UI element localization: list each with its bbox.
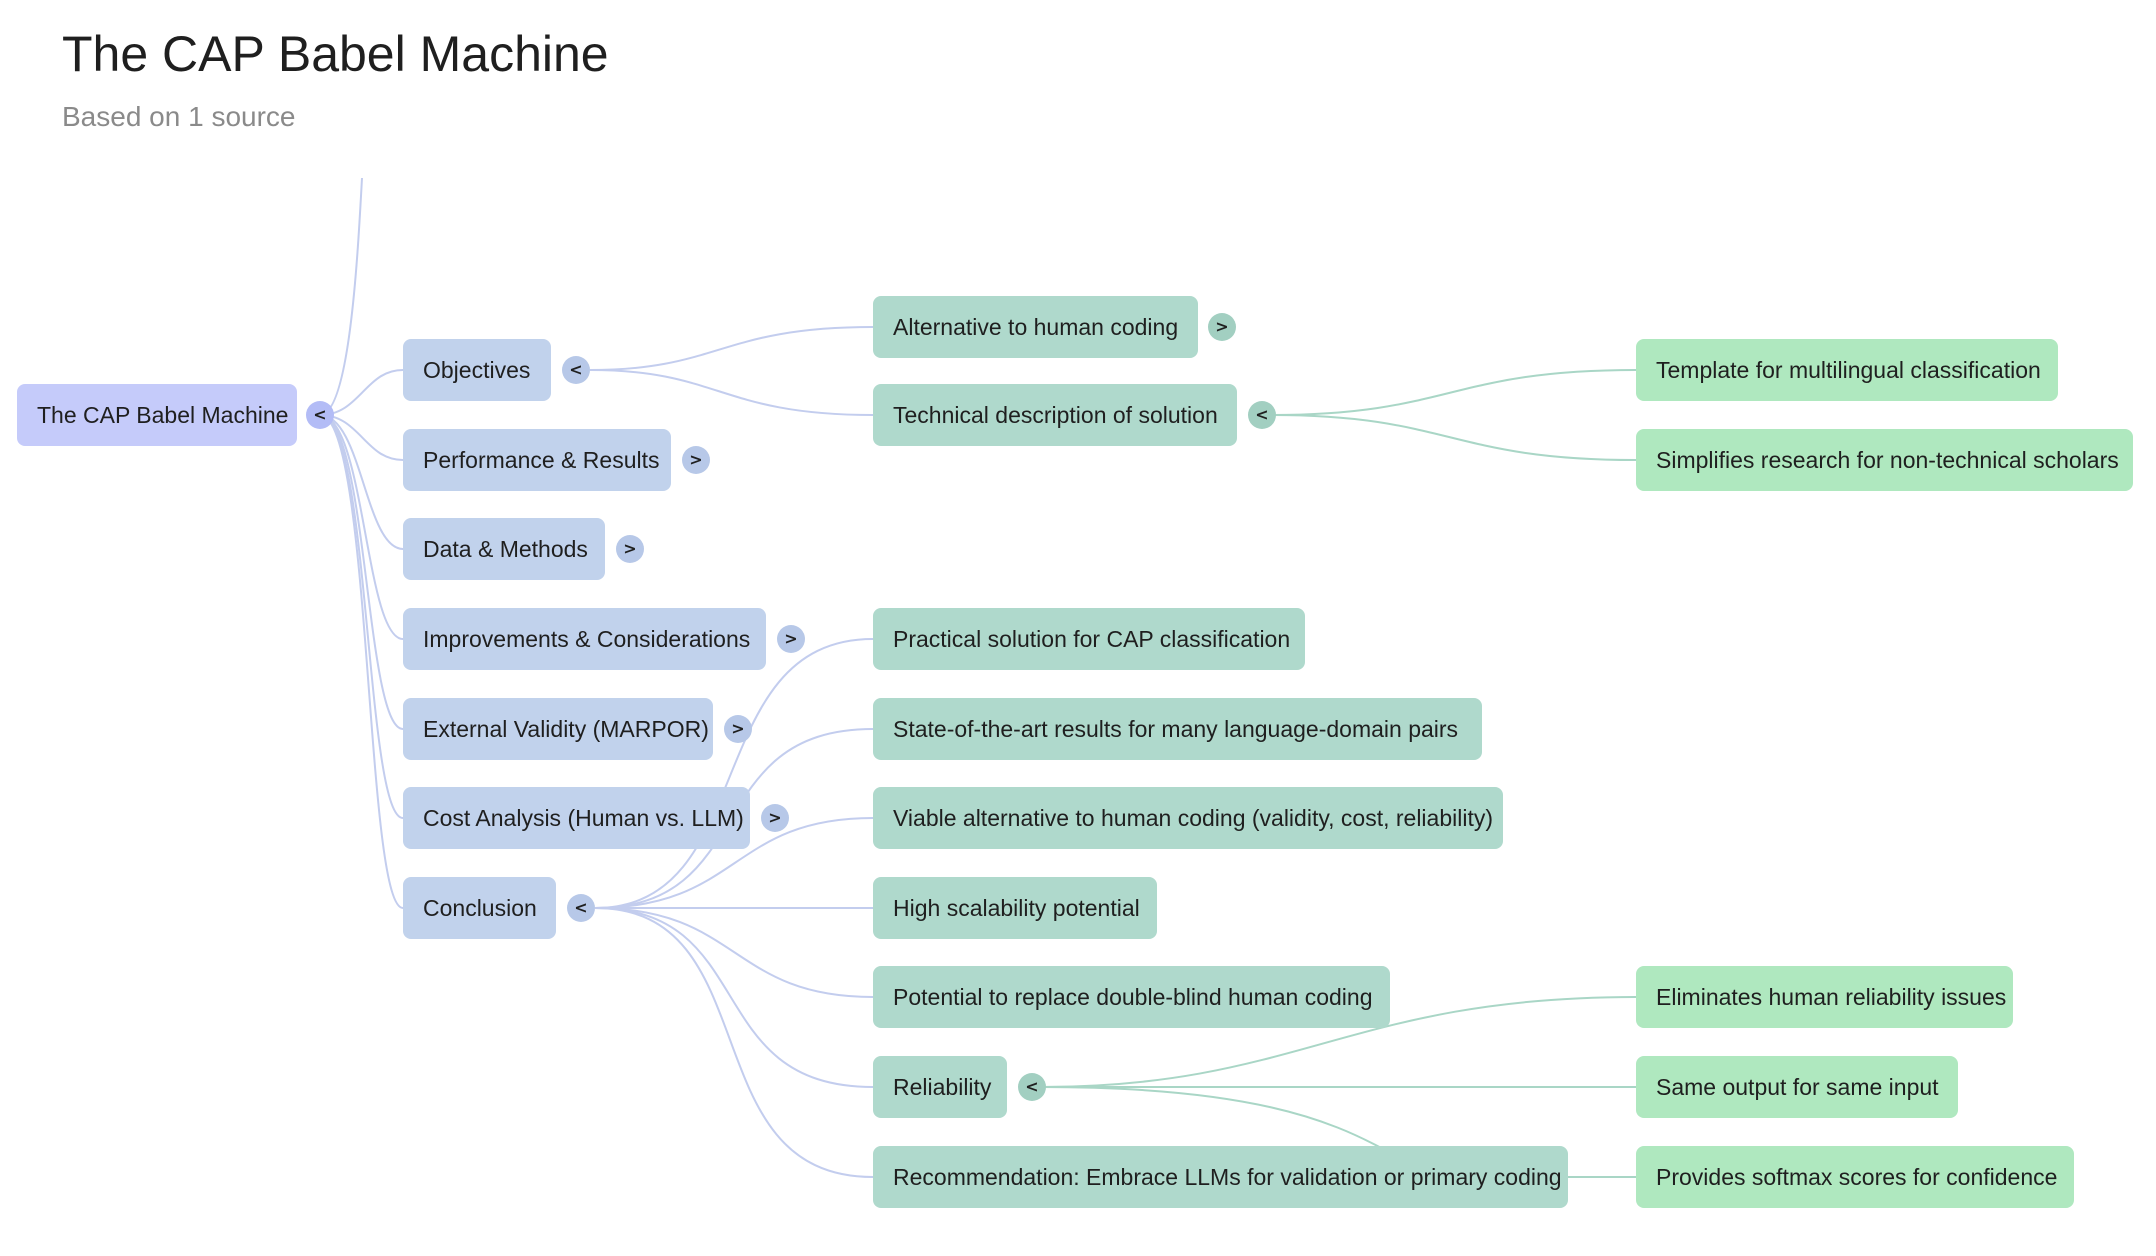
expand-toggle-performance-results[interactable]: >: [682, 446, 710, 474]
link-reliability-eliminates: [1040, 996, 1637, 1088]
collapse-toggle-root[interactable]: <: [306, 401, 334, 429]
link-root-external-validity: [319, 414, 404, 730]
node-label: Cost Analysis (Human vs. LLM): [423, 805, 744, 831]
node-label: State-of-the-art results for many langua…: [893, 716, 1459, 742]
node-eliminates-reliability-issues[interactable]: Eliminates human reliability issues: [1636, 966, 2013, 1028]
node-label: Recommendation: Embrace LLMs for validat…: [893, 1164, 1562, 1190]
node-label: High scalability potential: [893, 895, 1140, 921]
node-label: Same output for same input: [1656, 1074, 1939, 1100]
link-conclusion-reliability: [594, 907, 874, 1088]
node-label: Performance & Results: [423, 447, 660, 473]
node-data-methods[interactable]: Data & Methods: [403, 518, 605, 580]
node-improvements-considerations[interactable]: Improvements & Considerations: [403, 608, 766, 670]
node-label: Data & Methods: [423, 536, 588, 562]
link-root-cost-analysis: [319, 414, 404, 819]
node-label: Technical description of solution: [893, 402, 1218, 428]
link-conclusion-double-blind: [594, 907, 874, 998]
link-objectives-technical: [589, 369, 874, 416]
node-objectives[interactable]: Objectives: [403, 339, 551, 401]
collapse-toggle-technical[interactable]: <: [1248, 401, 1276, 429]
link-conclusion-recommendation: [594, 907, 874, 1178]
link-root-data-methods: [319, 414, 404, 550]
node-recommendation[interactable]: Recommendation: Embrace LLMs for validat…: [873, 1146, 1568, 1208]
expand-toggle-alternative[interactable]: >: [1208, 313, 1236, 341]
node-label: Practical solution for CAP classificatio…: [893, 626, 1291, 652]
node-label: Objectives: [423, 357, 531, 383]
link-root-stub: [319, 177, 363, 416]
link-reliability-softmax: [1040, 1086, 1386, 1151]
node-label: Reliability: [893, 1074, 992, 1100]
node-conclusion[interactable]: Conclusion: [403, 877, 556, 939]
expand-toggle-cost-analysis[interactable]: >: [761, 804, 789, 832]
node-performance-results[interactable]: Performance & Results: [403, 429, 671, 491]
page-title: The CAP Babel Machine: [62, 26, 609, 82]
node-label: Provides softmax scores for confidence: [1656, 1164, 2058, 1190]
expand-toggle-external-validity[interactable]: >: [724, 715, 752, 743]
node-reliability[interactable]: Reliability: [873, 1056, 1007, 1118]
node-label: Conclusion: [423, 895, 537, 921]
node-cost-analysis[interactable]: Cost Analysis (Human vs. LLM): [403, 787, 750, 849]
node-label: Eliminates human reliability issues: [1656, 984, 2007, 1010]
link-technical-template: [1271, 369, 1637, 416]
node-external-validity[interactable]: External Validity (MARPOR): [403, 698, 713, 760]
collapse-toggle-objectives[interactable]: <: [562, 356, 590, 384]
node-softmax-scores[interactable]: Provides softmax scores for confidence: [1636, 1146, 2074, 1208]
node-replace-double-blind[interactable]: Potential to replace double-blind human …: [873, 966, 1390, 1028]
collapse-toggle-conclusion[interactable]: <: [567, 894, 595, 922]
link-conclusion-viable: [594, 817, 874, 909]
link-root-improvements: [319, 414, 404, 640]
node-practical-solution[interactable]: Practical solution for CAP classificatio…: [873, 608, 1305, 670]
node-same-output[interactable]: Same output for same input: [1636, 1056, 1958, 1118]
node-label: Template for multilingual classification: [1656, 357, 2041, 383]
link-objectives-alternative: [589, 326, 874, 371]
node-viable-alternative[interactable]: Viable alternative to human coding (vali…: [873, 787, 1503, 849]
node-high-scalability[interactable]: High scalability potential: [873, 877, 1157, 939]
header: The CAP Babel Machine Based on 1 source: [62, 24, 609, 134]
node-label: Viable alternative to human coding (vali…: [893, 805, 1493, 831]
link-conclusion-practical: [594, 638, 874, 909]
node-simplifies-research[interactable]: Simplifies research for non-technical sc…: [1636, 429, 2133, 491]
collapse-toggle-reliability[interactable]: <: [1018, 1073, 1046, 1101]
node-state-of-the-art[interactable]: State-of-the-art results for many langua…: [873, 698, 1482, 760]
expand-toggle-data-methods[interactable]: >: [616, 535, 644, 563]
node-alternative-to-human-coding[interactable]: Alternative to human coding: [873, 296, 1198, 358]
node-label: Improvements & Considerations: [423, 626, 751, 652]
expand-toggle-improvements[interactable]: >: [777, 625, 805, 653]
node-technical-description[interactable]: Technical description of solution: [873, 384, 1237, 446]
node-label: The CAP Babel Machine: [37, 402, 289, 428]
node-label: Potential to replace double-blind human …: [893, 984, 1373, 1010]
node-label: Simplifies research for non-technical sc…: [1656, 447, 2119, 473]
node-label: External Validity (MARPOR): [423, 716, 709, 742]
node-label: Alternative to human coding: [893, 314, 1179, 340]
mindmap-root-node[interactable]: The CAP Babel Machine: [17, 384, 297, 446]
link-root-conclusion: [319, 414, 404, 909]
link-technical-simplifies: [1271, 414, 1637, 461]
page-subtitle: Based on 1 source: [62, 101, 296, 132]
node-template-multilingual[interactable]: Template for multilingual classification: [1636, 339, 2058, 401]
